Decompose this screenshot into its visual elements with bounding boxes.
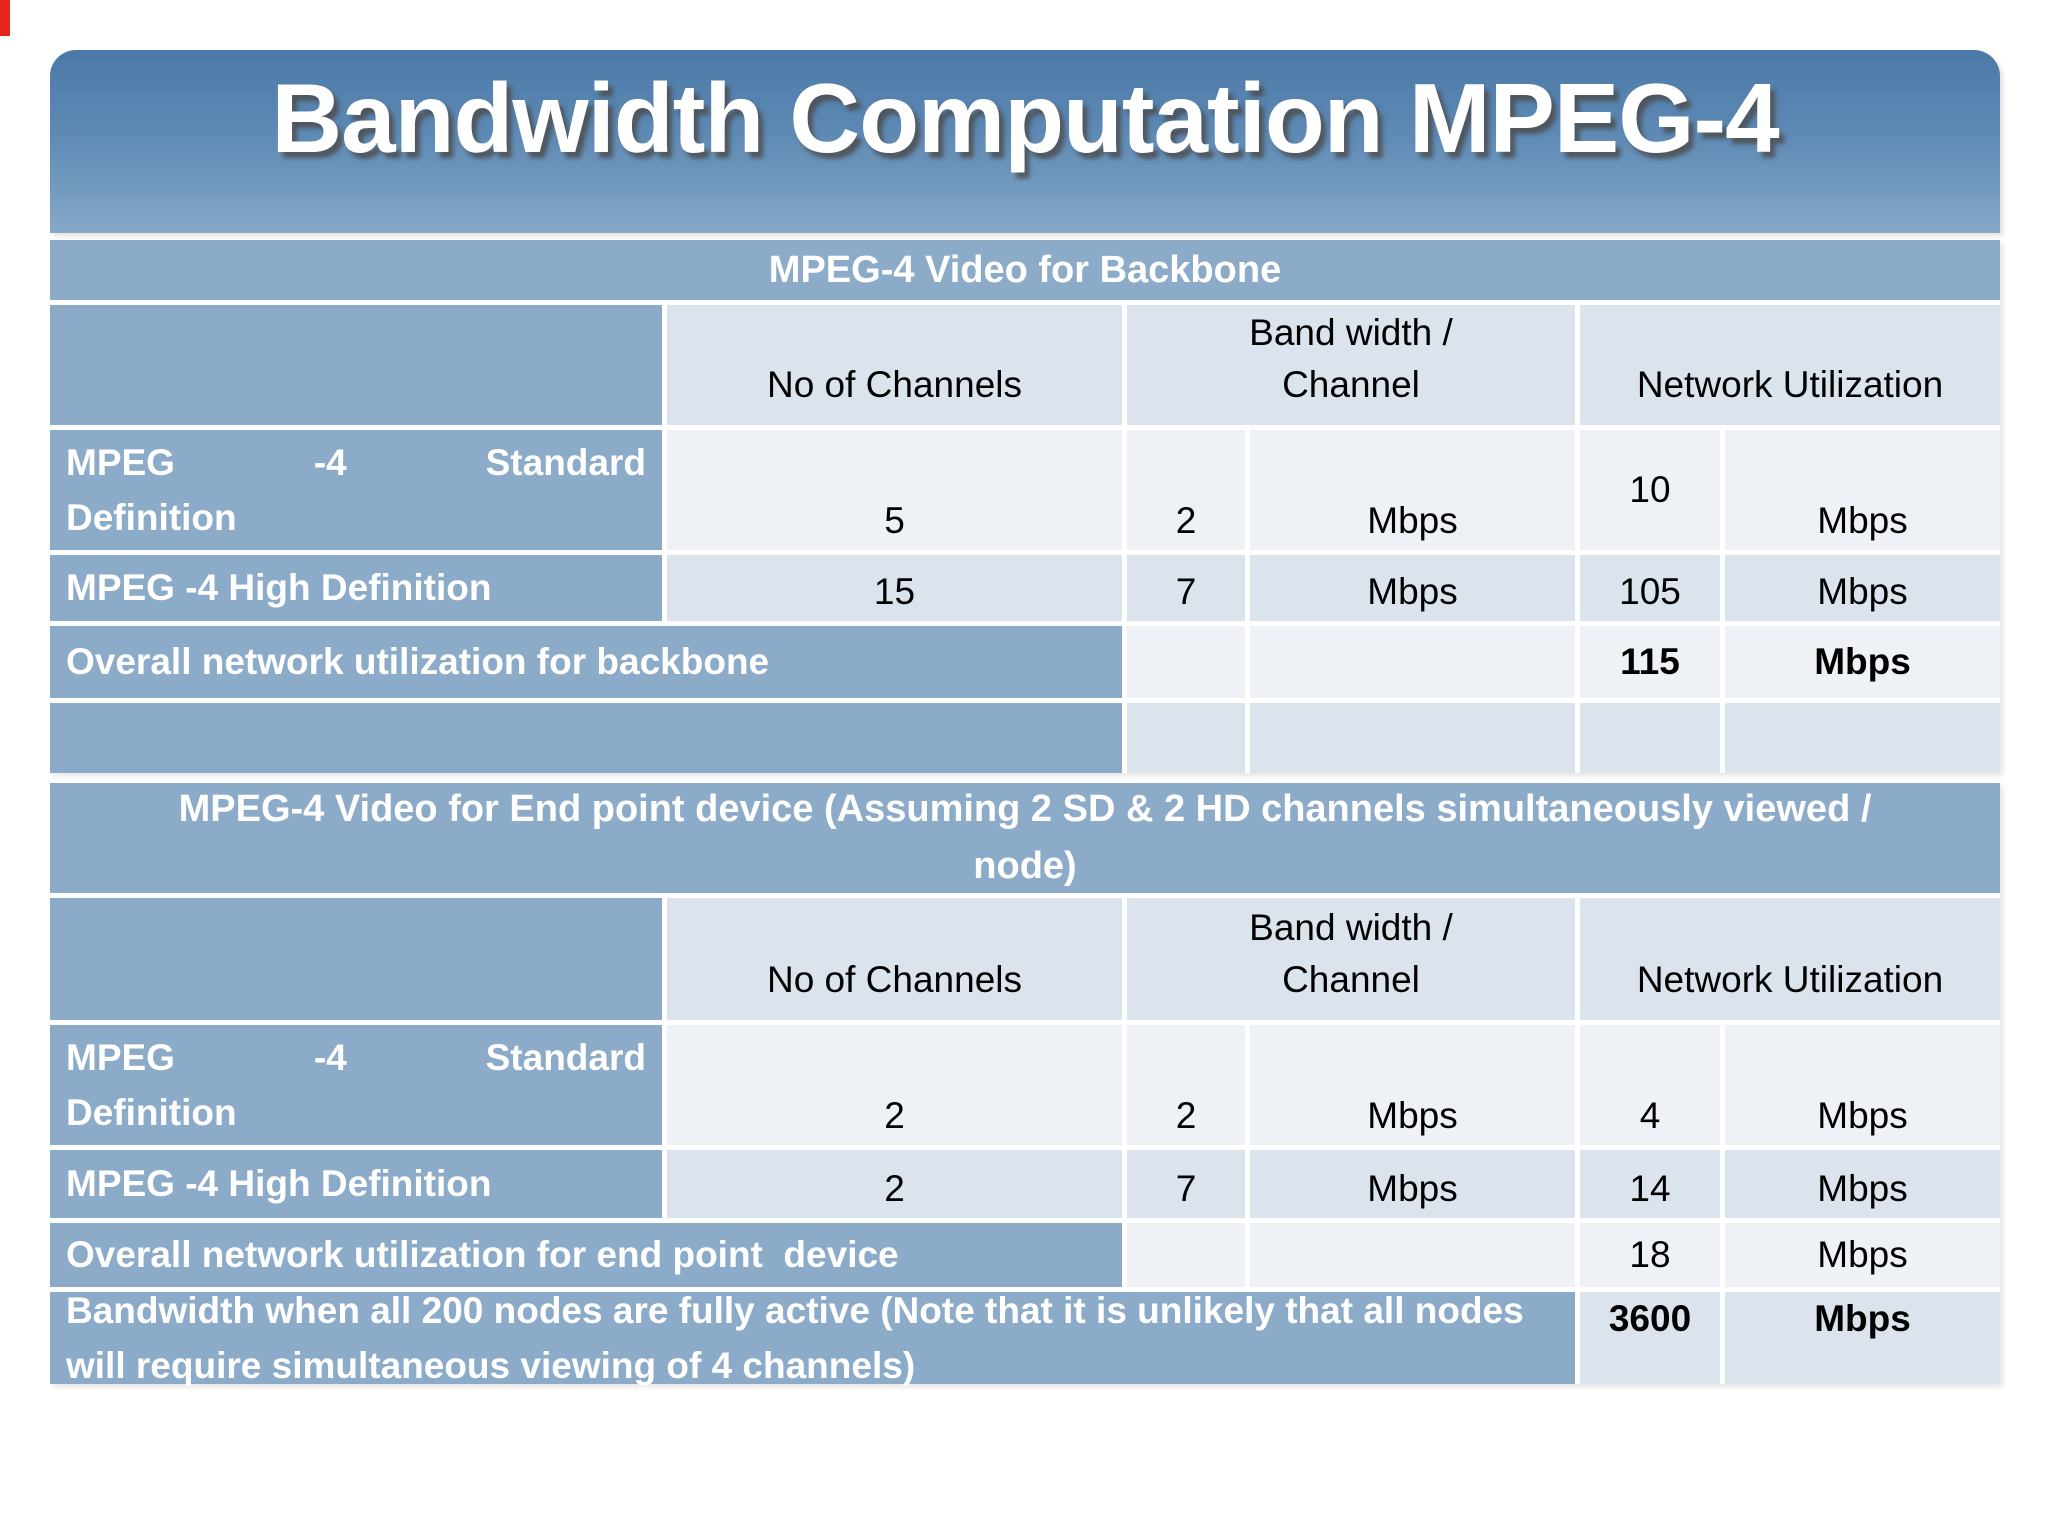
sd-label-word: MPEG [66,441,175,483]
bandwidth-header-line1: Band width / [1249,312,1453,354]
backbone-overall-empty-cell [1127,626,1245,698]
bandwidth-header-line1: Band width / [1249,907,1453,949]
endpoint-header-utilization: Network Utilization [1580,898,2000,1020]
endpoint-overall-utilization-unit: Mbps [1725,1223,2000,1287]
endpoint-hd-utilization-unit: Mbps [1725,1150,2000,1218]
backbone-sd-bandwidth-unit: Mbps [1250,430,1575,550]
sd-label-line2: Definition [66,497,237,538]
endpoint-section-title: MPEG-4 Video for End point device (Assum… [50,783,2000,893]
endpoint-sd-row-label: MPEG -4 Standard Definition [50,1025,662,1145]
endpoint-hd-channels: 2 [667,1150,1122,1218]
endpoint-header-channels: No of Channels [667,898,1122,1020]
endpoint-table: MPEG-4 Video for End point device (Assum… [50,783,2000,1386]
sd-label-justified-line: MPEG -4 Standard [66,1030,646,1086]
endpoint-sd-bandwidth-unit: Mbps [1250,1025,1575,1145]
backbone-overall-row-label: Overall network utilization for backbone [50,626,1122,698]
endpoint-overall-empty-cell [1250,1223,1575,1287]
backbone-header-utilization: Network Utilization [1580,305,2000,425]
backbone-spacer-cell [1580,703,1720,773]
endpoint-overall-row-label: Overall network utilization for end poin… [50,1223,1122,1287]
sd-label-line2: Definition [66,1092,237,1133]
bandwidth-header-line2: Channel [1282,959,1420,1001]
sd-label-word: Standard [485,1036,646,1078]
slide-title: Bandwidth Computation MPEG-4 [50,50,2000,233]
backbone-overall-empty-cell [1250,626,1575,698]
backbone-sd-row-label: MPEG -4 Standard Definition [50,430,662,550]
backbone-overall-utilization-value: 115 [1580,626,1720,698]
backbone-header-channels: No of Channels [667,305,1122,425]
sd-label-word: -4 [313,1036,347,1078]
endpoint-total-value: 3600 [1580,1292,1720,1384]
endpoint-sd-channels: 2 [667,1025,1122,1145]
endpoint-overall-empty-cell [1127,1223,1245,1287]
backbone-sd-channels: 5 [667,430,1122,550]
backbone-section-title: MPEG-4 Video for Backbone [50,240,2000,300]
backbone-hd-utilization-value: 105 [1580,555,1720,621]
endpoint-total-unit: Mbps [1725,1292,2000,1384]
sd-label-word: MPEG [66,1036,175,1078]
bandwidth-header-line2: Channel [1282,364,1420,406]
endpoint-header-bandwidth: Band width / Channel [1127,898,1575,1020]
red-screen-marker [0,0,10,36]
backbone-spacer-cell [1725,703,2000,773]
backbone-header-blank-cell [50,305,662,425]
backbone-sd-utilization-unit: Mbps [1725,430,2000,550]
backbone-sd-utilization-value: 10 [1580,430,1720,550]
backbone-hd-row-label: MPEG -4 High Definition [50,555,662,621]
backbone-overall-utilization-unit: Mbps [1725,626,2000,698]
endpoint-overall-utilization-value: 18 [1580,1223,1720,1287]
backbone-header-bandwidth: Band width / Channel [1127,305,1575,425]
endpoint-header-blank-cell [50,898,662,1020]
endpoint-hd-row-label: MPEG -4 High Definition [50,1150,662,1218]
sd-label-word: -4 [313,441,347,483]
endpoint-hd-bandwidth-unit: Mbps [1250,1150,1575,1218]
endpoint-sd-utilization-unit: Mbps [1725,1025,2000,1145]
sd-label-word: Standard [485,441,646,483]
endpoint-sd-bandwidth-value: 2 [1127,1025,1245,1145]
backbone-hd-utilization-unit: Mbps [1725,555,2000,621]
sd-label-justified-line: MPEG -4 Standard [66,435,646,491]
backbone-spacer-cell [1250,703,1575,773]
slide: Bandwidth Computation MPEG-4 MPEG-4 Vide… [50,50,2000,1386]
backbone-table: MPEG-4 Video for Backbone No of Channels… [50,240,2000,773]
endpoint-total-row-label: Bandwidth when all 200 nodes are fully a… [50,1290,1575,1386]
backbone-spacer-cell [1127,703,1245,773]
backbone-spacer-row-label [50,703,1122,773]
backbone-hd-channels: 15 [667,555,1122,621]
endpoint-sd-utilization-value: 4 [1580,1025,1720,1145]
backbone-hd-bandwidth-unit: Mbps [1250,555,1575,621]
endpoint-hd-utilization-value: 14 [1580,1150,1720,1218]
endpoint-hd-bandwidth-value: 7 [1127,1150,1245,1218]
backbone-sd-bandwidth-value: 2 [1127,430,1245,550]
backbone-hd-bandwidth-value: 7 [1127,555,1245,621]
